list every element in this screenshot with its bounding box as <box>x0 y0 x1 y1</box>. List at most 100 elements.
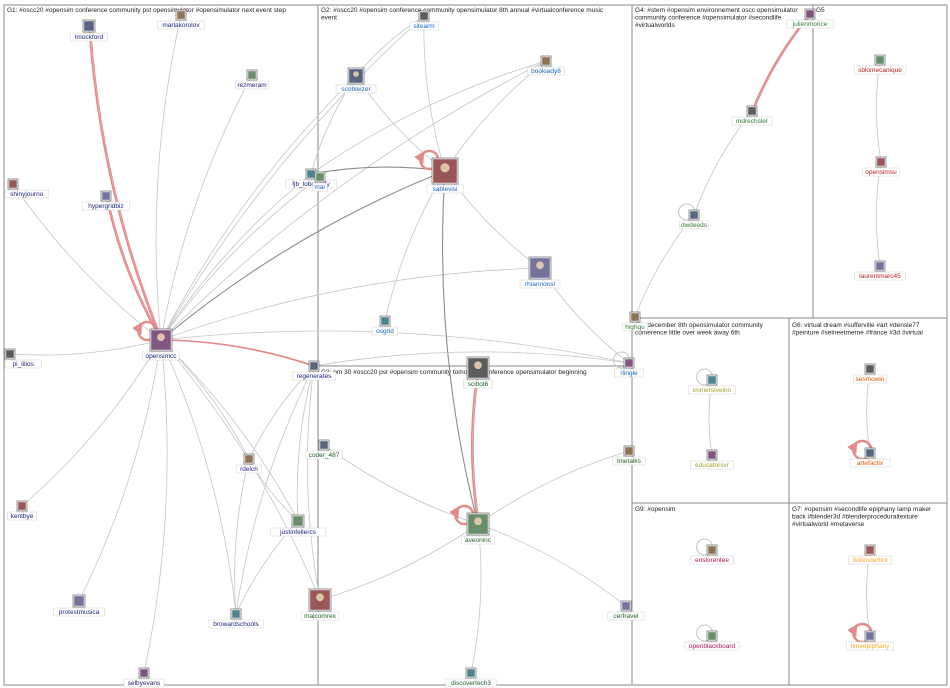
node-label-scobleizer: scobleizer <box>341 86 371 93</box>
node-label-mar: mar <box>314 184 326 191</box>
avatar-image <box>293 516 303 526</box>
group-label-g3: G3: pm 30 #oscc20 pst #opensim community… <box>321 369 587 376</box>
avatar-image <box>248 71 256 79</box>
node-label-rdelch: rdelch <box>240 466 258 473</box>
node-label-artefactix: artefactix <box>857 460 884 467</box>
group-label-g7: G7: #opensim #secondlife epiphany lamp m… <box>792 506 932 513</box>
avatar-image <box>708 451 716 459</box>
node-label-3drenderbot: 3drenderbot <box>852 557 887 564</box>
avatar-face <box>536 261 544 269</box>
group-panel-g6 <box>789 318 947 503</box>
group-panel-g8 <box>632 318 789 503</box>
avatar-image <box>467 669 475 677</box>
node-label-educatorsvr: educatorsvr <box>695 462 730 469</box>
node-label-laurentmarc45: laurentmarc45 <box>859 273 901 280</box>
avatar-image <box>74 596 84 606</box>
avatar-image <box>542 57 550 65</box>
node-label-sblomecanique: sblomecanique <box>858 67 902 74</box>
node-label-openblackboard: openblackboard <box>689 643 736 650</box>
node-label-selbyevans: selbyevans <box>128 680 161 687</box>
avatar-image <box>316 173 324 181</box>
node-label-osgrid: osgrid <box>376 328 394 335</box>
node-label-timeepiphany: timeepiphany <box>851 643 890 650</box>
avatar-image <box>177 11 185 19</box>
node-label-cerfravel: cerfravel <box>614 613 639 620</box>
group-panel-g4 <box>632 5 813 318</box>
group-label-g2: G2: #oscc20 #opensim conference communit… <box>321 7 604 14</box>
avatar-image <box>631 313 639 321</box>
group-panel-g7 <box>789 503 947 685</box>
avatar-face <box>474 517 482 525</box>
group-label-g9: G9: #opensim <box>635 506 675 513</box>
group-label-g4: G4: #stem #opensim environnement oscc op… <box>635 7 798 14</box>
group-label-g1: G1: #oscc20 #opensim conference communit… <box>7 7 286 14</box>
avatar-image <box>84 21 94 31</box>
node-label-pi_lilios: pi_lilios <box>13 361 35 368</box>
avatar-image <box>866 449 874 457</box>
group-label-g5: G5 <box>816 7 825 14</box>
avatar-image <box>877 158 885 166</box>
node-label-justinfellercs: justinfellercs <box>279 529 317 536</box>
node-label-hypergridbiz: hypergridbiz <box>88 203 123 210</box>
node-scibot6[interactable]: scibot6 <box>463 357 492 388</box>
avatar-image <box>381 317 389 325</box>
avatar-image <box>320 441 328 449</box>
node-label-protestmusica: protestmusica <box>59 609 100 616</box>
group-label-g4-line2: community conference #opensimulator #sec… <box>635 15 782 22</box>
avatar-image <box>140 669 148 677</box>
avatar-image <box>310 362 318 370</box>
avatar-image <box>806 10 814 18</box>
avatar-image <box>690 211 698 219</box>
node-label-scibot6: scibot6 <box>468 381 489 388</box>
avatar-image <box>307 170 315 178</box>
node-label-shinyjourno: shinyjourno <box>10 191 44 198</box>
group-label-g7-line3: #virtualworld #metaverse <box>792 521 865 528</box>
group-panel-g9 <box>632 503 789 685</box>
node-label-highqu: highqu <box>625 324 645 331</box>
node-label-immersiveinn: immersiveinn <box>693 387 732 394</box>
avatar-image <box>708 376 716 384</box>
node-sablevisi[interactable]: sablevisi <box>427 158 463 193</box>
node-label-kentbye: kentbye <box>11 513 34 520</box>
node-label-julienmorice: julienmorice <box>792 21 828 28</box>
node-label-lmockford: lmockford <box>75 34 104 41</box>
node-label-rezmeram: rezmeram <box>237 82 266 89</box>
node-label-enslorentee: enslorentee <box>695 557 729 564</box>
avatar-image <box>876 56 884 64</box>
node-label-sitearm: sitearm <box>413 23 434 30</box>
group-label-g6-line2: #peinture #selneetmerne #france #3d #vir… <box>792 330 923 337</box>
group-panel-g2 <box>318 5 632 366</box>
node-label-bookiady8: bookiady8 <box>531 68 561 75</box>
node-label-regenerates: regenerates <box>297 373 332 380</box>
avatar-image <box>866 546 874 554</box>
group-label-g7-line2: back #blender3d #blenderproceduraltextur… <box>792 514 918 521</box>
avatar-image <box>876 262 884 270</box>
node-label-coder_487: coder_487 <box>309 452 340 459</box>
avatar-image <box>708 632 716 640</box>
avatar-image <box>420 12 428 20</box>
avatar-image <box>245 455 253 463</box>
group-label-g2-line2: event <box>321 15 337 22</box>
avatar-image <box>625 447 633 455</box>
avatar-image <box>102 192 110 200</box>
avatar-image <box>866 632 874 640</box>
node-label-rlingle: rlingle <box>620 370 638 377</box>
group-panels <box>4 5 947 685</box>
avatar-image <box>625 359 633 367</box>
node-label-rhiannonsl: rhiannonsl <box>525 281 556 288</box>
avatar-image <box>622 602 630 610</box>
node-label-lmetalks: lmetalks <box>617 458 642 465</box>
group-label-g6: G6: virtual dream #sufferville #art #den… <box>792 322 920 329</box>
group-label-g8-line2: conference little over week away 6th <box>635 330 740 337</box>
node-label-mdrechsler: mdrechsler <box>736 118 769 125</box>
node-label-sesmowin: sesmowin <box>856 376 885 383</box>
node-label-browardschools: browardschools <box>213 621 259 628</box>
node-label-sablevisi: sablevisi <box>433 186 458 193</box>
node-label-aveoninc: aveoninc <box>465 537 492 544</box>
avatar-face <box>157 333 165 341</box>
node-label-opensimsu: opensimsu <box>865 169 897 176</box>
group-label-g8: G8: december 8th opensimulator community <box>635 322 764 329</box>
node-mar[interactable]: mar <box>313 172 328 191</box>
node-label-discovertech3: discovertech3 <box>451 680 491 687</box>
avatar-image <box>748 107 756 115</box>
